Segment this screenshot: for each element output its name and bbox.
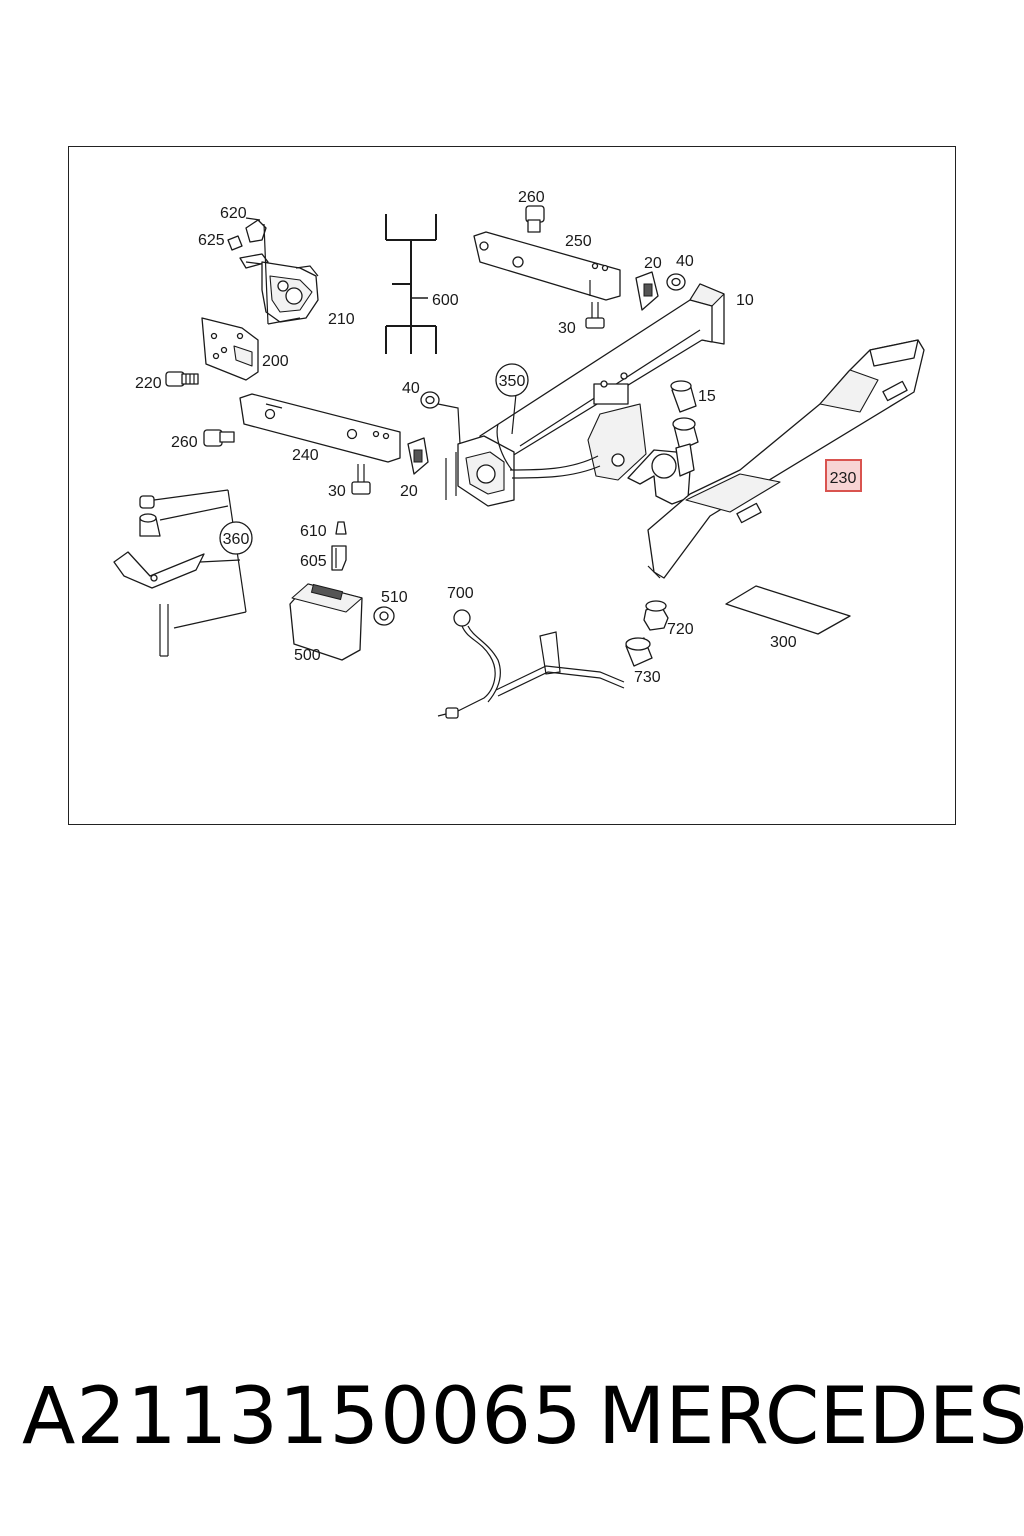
part-720-plug [643, 600, 669, 631]
callout-700: 700 [447, 585, 474, 602]
callout-610: 610 [300, 523, 327, 540]
callout-40-lower: 40 [402, 380, 420, 397]
callout-260-lower: 260 [171, 434, 198, 451]
part-number-text: A2113150065 [22, 1372, 583, 1462]
callout-500: 500 [294, 647, 321, 664]
part-220-bolt [165, 371, 199, 387]
part-600-schematic [385, 214, 437, 354]
brand-text: MERCEDES [598, 1372, 1024, 1462]
part-30-bolt-lower [351, 464, 371, 495]
part-20-clip-upper [635, 271, 659, 311]
callout-15: 15 [698, 388, 716, 405]
svg-text:230: 230 [830, 470, 857, 487]
callout-360-circled: 360 [219, 521, 253, 555]
part-620-clip [245, 219, 301, 325]
callout-350-circled: 350 [495, 363, 529, 397]
callout-605: 605 [300, 553, 327, 570]
part-30-bolt-upper [585, 302, 605, 329]
part-700-harness [437, 609, 625, 719]
part-40-nut-lower [420, 391, 461, 445]
part-10-crossmember [445, 283, 725, 507]
part-350-towbar-ball [496, 403, 691, 505]
callout-260-upper: 260 [518, 189, 545, 206]
part-360-kit [113, 489, 247, 657]
callout-730: 730 [634, 669, 661, 686]
callout-30-lower: 30 [328, 483, 346, 500]
part-260-bolt-upper [525, 205, 545, 233]
callout-510: 510 [381, 589, 408, 606]
part-200-bracket [201, 317, 259, 381]
part-625-pin [227, 235, 243, 251]
svg-text:360: 360 [223, 531, 250, 548]
part-300-label [725, 585, 851, 635]
callout-625: 625 [198, 232, 225, 249]
callout-230-highlighted[interactable]: 230 [825, 459, 862, 492]
callout-300: 300 [770, 634, 797, 651]
part-500-module [289, 583, 363, 661]
callout-720: 720 [667, 621, 694, 638]
part-610-terminal [335, 521, 347, 535]
callout-200: 200 [262, 353, 289, 370]
callout-labels: 620 625 210 200 220 600 260 250 20 40 10… [135, 189, 797, 686]
callout-30-upper: 30 [558, 320, 576, 337]
callout-220: 220 [135, 375, 162, 392]
part-240-rail [239, 393, 401, 463]
leader-lines [245, 217, 661, 579]
callout-240: 240 [292, 447, 319, 464]
diagram-frame [68, 146, 956, 825]
callout-40-upper: 40 [676, 253, 694, 270]
part-510-nut [373, 606, 395, 626]
callout-620: 620 [220, 205, 247, 222]
callout-210: 210 [328, 311, 355, 328]
part-605-connector [331, 545, 347, 571]
callout-250: 250 [565, 233, 592, 250]
part-15-sockets [670, 380, 699, 477]
callout-20-upper: 20 [644, 255, 662, 272]
callout-20-lower: 20 [400, 483, 418, 500]
part-250-rail [473, 231, 621, 301]
part-40-nut-upper [666, 273, 686, 291]
callout-10: 10 [736, 292, 754, 309]
part-210-module [239, 253, 319, 323]
part-730-plug [625, 637, 653, 667]
part-260-bolt-lower [203, 429, 235, 447]
callout-600: 600 [432, 292, 459, 309]
part-20-clip-lower [407, 437, 429, 475]
svg-text:350: 350 [499, 373, 526, 390]
